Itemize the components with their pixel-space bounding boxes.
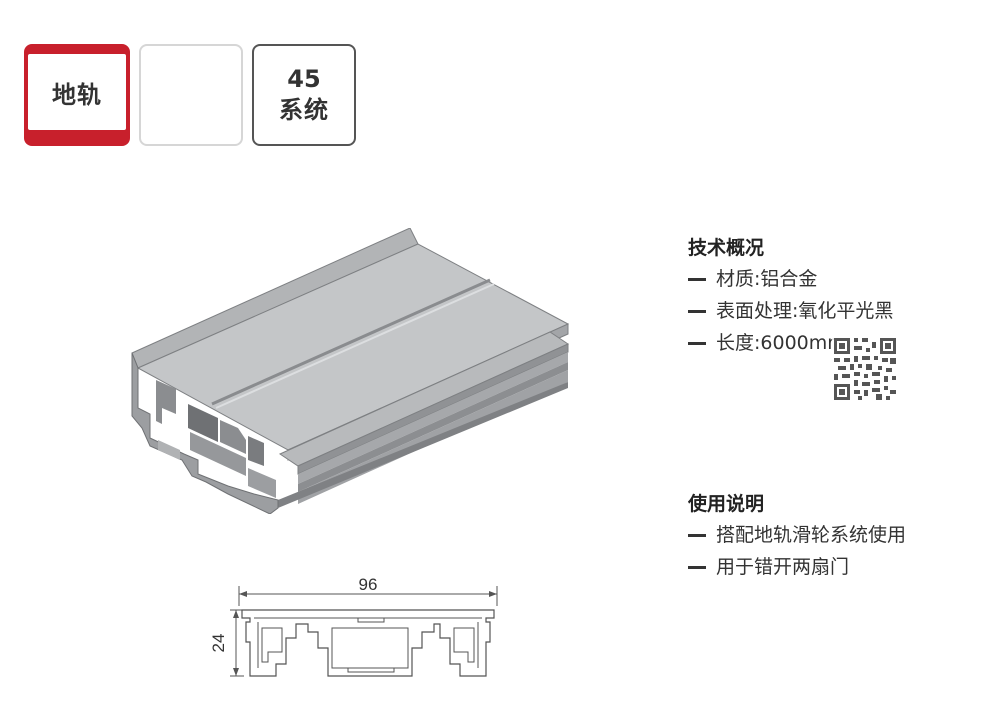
tech-heading: 技术概况 [688, 237, 765, 259]
aluminum-rail-3d-render [131, 228, 570, 514]
height-dimension: 24 [209, 634, 228, 653]
tech-item-material: 材质:铝合金 [688, 263, 893, 295]
dash-icon [688, 309, 706, 313]
system-tag: 45 系统 [252, 44, 356, 146]
category-tag: 地轨 [24, 44, 130, 146]
cross-section-drawing: 96 24 [209, 575, 498, 677]
tech-overview: 技术概况 材质:铝合金 表面处理:氧化平光黑 长度:6000mm [688, 233, 893, 359]
category-tag-label: 地轨 [28, 54, 126, 130]
tech-item-surface: 表面处理:氧化平光黑 [688, 295, 893, 327]
usage-item: 搭配地轨滑轮系统使用 [688, 519, 906, 551]
tech-item-length: 长度:6000mm [688, 327, 893, 359]
qr-code-icon [832, 336, 898, 402]
usage-heading: 使用说明 [688, 493, 765, 515]
blank-tag [139, 44, 243, 146]
usage-instructions: 使用说明 搭配地轨滑轮系统使用 用于错开两扇门 [688, 489, 906, 583]
usage-item: 用于错开两扇门 [688, 551, 906, 583]
system-label: 系统 [279, 96, 329, 124]
system-number: 45 [287, 65, 321, 93]
dash-icon [688, 565, 706, 569]
usage-item-label: 搭配地轨滑轮系统使用 [716, 524, 907, 546]
tech-item-label: 材质:铝合金 [716, 268, 818, 290]
usage-item-label: 用于错开两扇门 [716, 556, 850, 578]
dash-icon [688, 533, 706, 537]
dash-icon [688, 277, 706, 281]
tech-item-label: 表面处理:氧化平光黑 [716, 300, 894, 322]
width-dimension: 96 [359, 575, 378, 594]
tech-item-label: 长度:6000mm [716, 332, 846, 354]
dash-icon [688, 341, 706, 345]
